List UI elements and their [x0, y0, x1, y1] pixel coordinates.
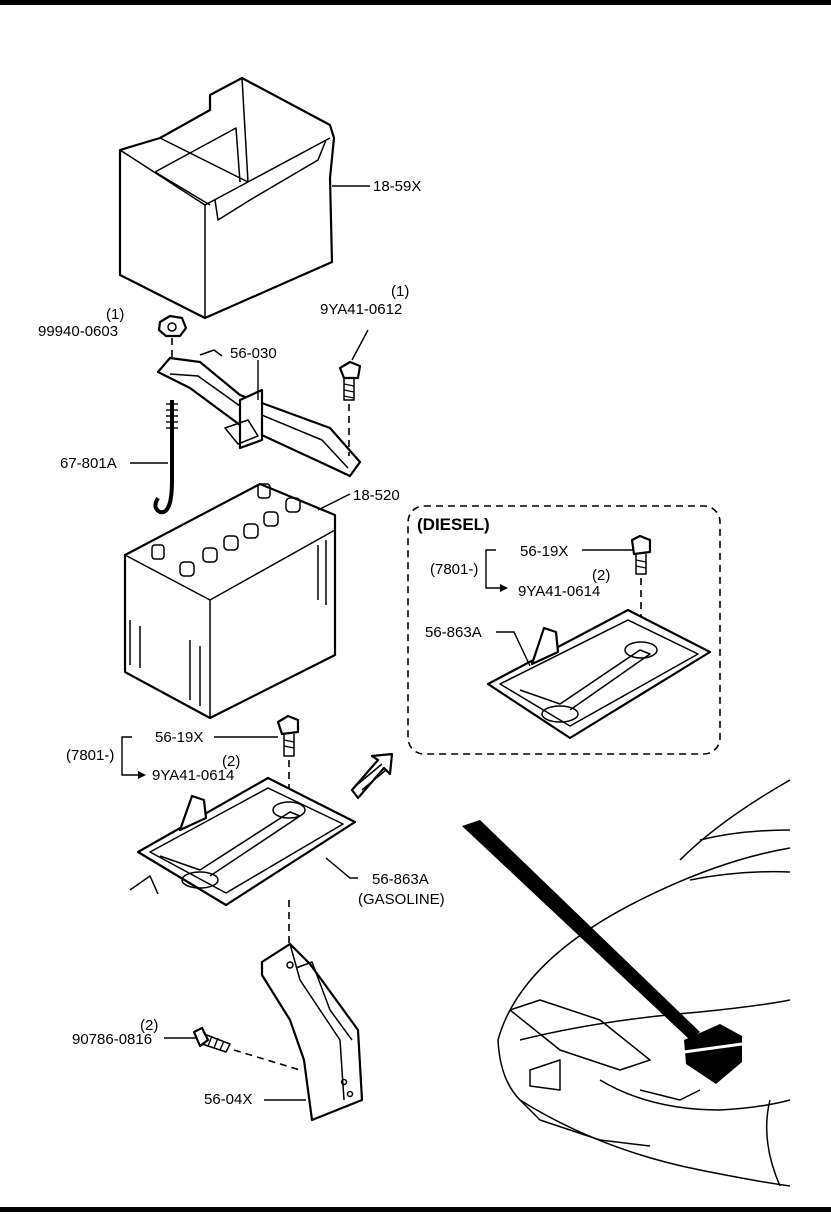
battery-tray: [129, 776, 358, 950]
label-rod: 67-801A: [60, 455, 117, 472]
diesel-label-tray: 56-863A: [425, 624, 482, 641]
diesel-label-tray-bolt-qty: (2): [592, 567, 610, 584]
label-clamp: 56-030: [230, 345, 277, 362]
label-screw: 90786-0816: [72, 1031, 152, 1048]
label-bolt: 56-19X: [155, 729, 203, 746]
label-clamp-bolt-qty: (1): [391, 283, 409, 300]
label-clamp-bolt: 9YA41-0612: [320, 301, 402, 318]
diesel-label-bolt-group: (7801-): [430, 561, 478, 578]
diesel-variant-box: [407, 505, 721, 755]
label-nut-qty: (1): [106, 306, 124, 323]
vehicle-sketch: [462, 779, 791, 1187]
label-tray: 56-863A: [372, 871, 429, 888]
clamp-bolt: [338, 329, 369, 456]
label-bolt-group: (7801-): [66, 747, 114, 764]
label-bracket: 56-04X: [204, 1091, 252, 1108]
bracket-screw: [164, 1026, 301, 1071]
label-battery: 18-520: [353, 487, 400, 504]
tray-bolt: [121, 714, 300, 800]
battery-clamp: [156, 349, 362, 478]
top-border: [0, 0, 831, 5]
diesel-label-bolt: 56-19X: [520, 543, 568, 560]
label-tray-bolt-qty: (2): [222, 753, 240, 770]
diesel-heading: (DIESEL): [417, 515, 490, 534]
label-screw-qty: (2): [140, 1017, 158, 1034]
nut-99940-0603: [157, 314, 188, 372]
direction-arrow-icon: [350, 752, 394, 800]
label-nut: 99940-0603: [38, 323, 118, 340]
hold-down-rod: [130, 400, 178, 515]
label-battery-cover: 18-59X: [373, 178, 421, 195]
bottom-border: [0, 1207, 831, 1212]
label-tray-bolt: 9YA41-0614: [152, 767, 234, 784]
battery-cover: [118, 76, 370, 320]
diesel-label-tray-bolt: 9YA41-0614: [518, 583, 600, 600]
label-tray-variant: (GASOLINE): [358, 891, 445, 908]
tray-bracket: [260, 942, 364, 1122]
battery: [123, 482, 351, 720]
